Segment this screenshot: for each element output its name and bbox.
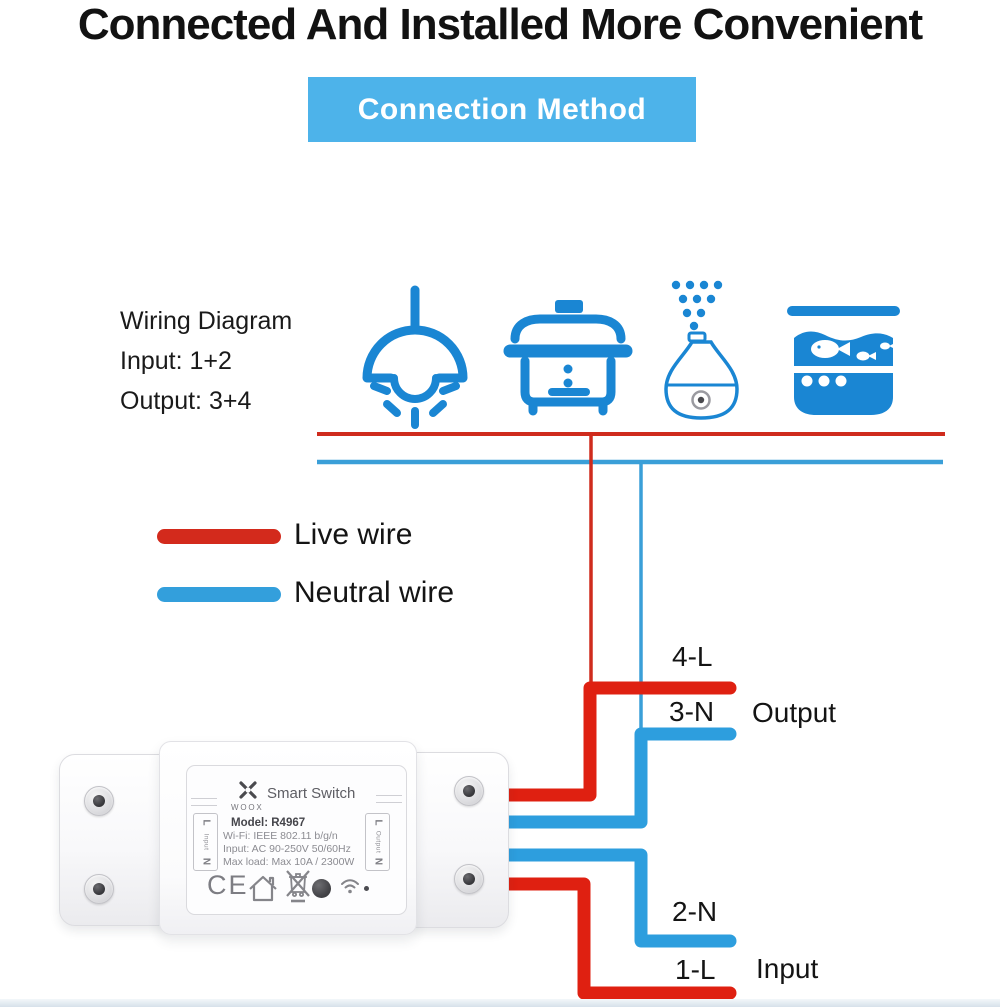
screw-top-left <box>84 786 114 816</box>
brand-name: WOOX <box>231 803 264 812</box>
label-3-n: 3-N <box>669 696 715 727</box>
label-1-l: 1-L <box>675 954 716 985</box>
label-2-n: 2-N <box>672 896 718 927</box>
wiring-info-title: Wiring Diagram <box>120 307 293 335</box>
live-wire-swatch <box>157 529 281 544</box>
aquarium-icon <box>787 306 900 415</box>
screw-bottom-right <box>454 864 484 894</box>
smart-switch-device: WOOX Smart Switch Model: R4967 Wi-Fi: IE… <box>59 741 509 935</box>
connection-method-label: Connection Method <box>357 92 647 126</box>
wiring-info: Wiring Diagram Input: 1+2 Output: 3+4 <box>120 301 292 421</box>
input-terminal-label: Input <box>202 833 209 851</box>
product-name: Smart Switch <box>267 785 356 802</box>
pendant-lamp-icon <box>362 285 468 429</box>
wiring-info-input: Input: 1+2 <box>120 347 232 375</box>
label-input: Input <box>756 953 819 984</box>
power-input-text: Input: AC 90-250V 50/60Hz <box>223 843 351 855</box>
device-label-panel: WOOX Smart Switch Model: R4967 Wi-Fi: IE… <box>186 765 407 915</box>
output-live-wire <box>493 681 737 802</box>
output-terminal-neutral: N <box>372 857 383 866</box>
input-terminal-neutral: N <box>200 857 211 866</box>
label-4-l: 4-L <box>672 641 713 672</box>
model-text: Model: R4967 <box>231 817 306 829</box>
output-terminal-live: L <box>372 819 383 826</box>
input-neutral-wire <box>493 848 737 948</box>
max-load-text: Max load: Max 10A / 2300W <box>223 856 355 868</box>
live-wire-label: Live wire <box>294 518 413 551</box>
wifi-signal-icon <box>341 879 359 894</box>
rice-cooker-icon <box>503 300 633 416</box>
input-terminal-live: L <box>200 819 211 826</box>
reset-button <box>312 879 331 898</box>
aroma-diffuser-icon <box>664 280 739 420</box>
molding-mark <box>376 802 402 803</box>
wifi-spec-text: Wi-Fi: IEEE 802.11 b/g/n <box>223 830 338 842</box>
label-output: Output <box>752 697 837 728</box>
input-terminal-block: L Input N <box>193 813 218 871</box>
ce-mark: CE <box>207 870 249 900</box>
input-live-wire <box>493 877 737 1000</box>
output-terminal-label: Output <box>374 830 381 854</box>
neutral-wire-label: Neutral wire <box>294 576 455 609</box>
connection-method-banner: Connection Method <box>308 77 696 142</box>
molding-mark <box>376 795 402 796</box>
molding-mark <box>191 798 217 799</box>
indicator-dot <box>364 886 369 891</box>
page-title: Connected And Installed More Convenient <box>77 0 923 49</box>
output-neutral-wire <box>493 727 737 829</box>
house-icon <box>249 875 277 902</box>
weee-bin-icon <box>286 870 310 903</box>
molding-mark <box>191 805 217 806</box>
output-terminal-block: L Output N <box>365 813 390 871</box>
wiring-info-output: Output: 3+4 <box>120 387 252 415</box>
device-left-end-cap <box>59 754 171 926</box>
screw-top-right <box>454 776 484 806</box>
page-bottom-edge <box>0 999 1000 1007</box>
woox-logo-icon <box>239 781 257 799</box>
neutral-wire-swatch <box>157 587 281 602</box>
screw-bottom-left <box>84 874 114 904</box>
